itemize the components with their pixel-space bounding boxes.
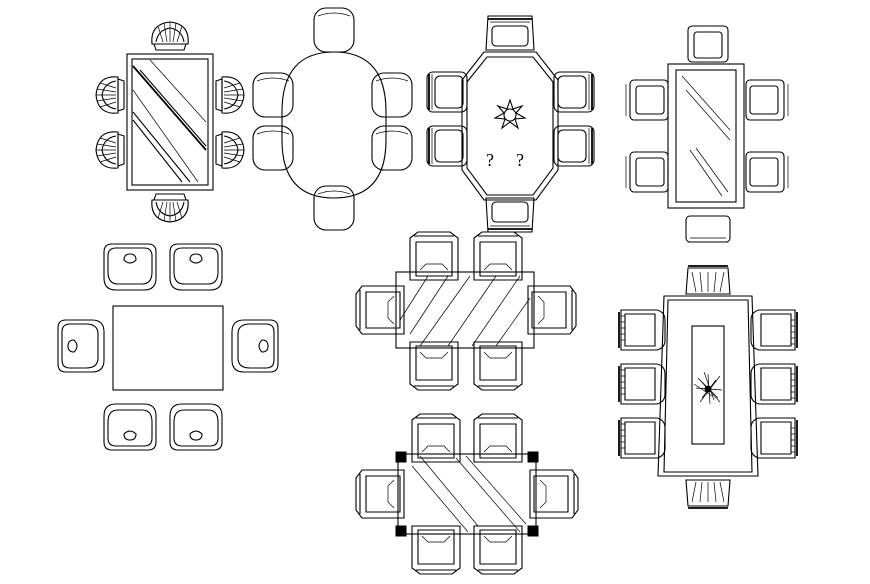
chair: [750, 309, 798, 351]
table-leg: [527, 525, 539, 537]
chair: [411, 413, 461, 463]
flower-centerpiece-icon: [693, 371, 723, 405]
set-2-oval-table: [252, 7, 413, 231]
table-leg: [527, 451, 539, 463]
chair: [103, 243, 157, 291]
chair: [151, 193, 189, 223]
chair: [553, 71, 595, 113]
set-1-fan-chairs: [95, 21, 245, 223]
chair: [215, 131, 245, 169]
chair: [409, 341, 459, 391]
chair: [57, 319, 105, 373]
chair: [473, 525, 523, 575]
table-2-top: [281, 51, 387, 199]
set-7-long-table: [618, 265, 798, 509]
annotation-question-mark: ?: [486, 150, 494, 170]
chair: [371, 125, 413, 171]
table-8-top: [397, 453, 537, 535]
chair: [750, 363, 798, 405]
chair: [169, 403, 223, 451]
table-5-top: [112, 305, 224, 391]
chair: [313, 185, 355, 231]
chair: [252, 125, 294, 171]
chair: [355, 285, 405, 335]
chair: [411, 525, 461, 575]
chair: [231, 319, 279, 373]
table-7-top: [657, 295, 759, 477]
chair: [103, 403, 157, 451]
chair: [618, 417, 666, 459]
chair: [169, 243, 223, 291]
chair: [750, 417, 798, 459]
set-4-glass-table: [625, 25, 789, 243]
set-6-rect-table: [355, 231, 577, 391]
annotation-question-mark: ?: [516, 150, 524, 170]
set-5-square-table: [57, 243, 279, 451]
table-4-top: [667, 63, 745, 209]
chair: [553, 125, 595, 167]
chair: [529, 469, 579, 519]
chair: [215, 76, 245, 114]
chair: [426, 71, 468, 113]
set-8-table-with-legs: [355, 413, 579, 575]
table-3-top: [461, 51, 559, 201]
chair: [618, 363, 666, 405]
chair: [95, 76, 125, 114]
chair: [473, 231, 523, 281]
chair: [371, 72, 413, 118]
chair: [618, 309, 666, 351]
chair: [409, 231, 459, 281]
chair: [355, 469, 405, 519]
chair: [313, 7, 355, 53]
chair: [426, 125, 468, 167]
chair: [151, 21, 189, 51]
chair: [527, 285, 577, 335]
table-1-top: [126, 53, 214, 191]
set-3-octagon-table: ? ?: [426, 15, 595, 233]
flower-centerpiece-icon: [493, 98, 527, 130]
chair: [95, 131, 125, 169]
table-leg: [395, 525, 407, 537]
table-6-top: [395, 271, 535, 349]
table-leg: [395, 451, 407, 463]
chair: [473, 413, 523, 463]
chair: [473, 341, 523, 391]
